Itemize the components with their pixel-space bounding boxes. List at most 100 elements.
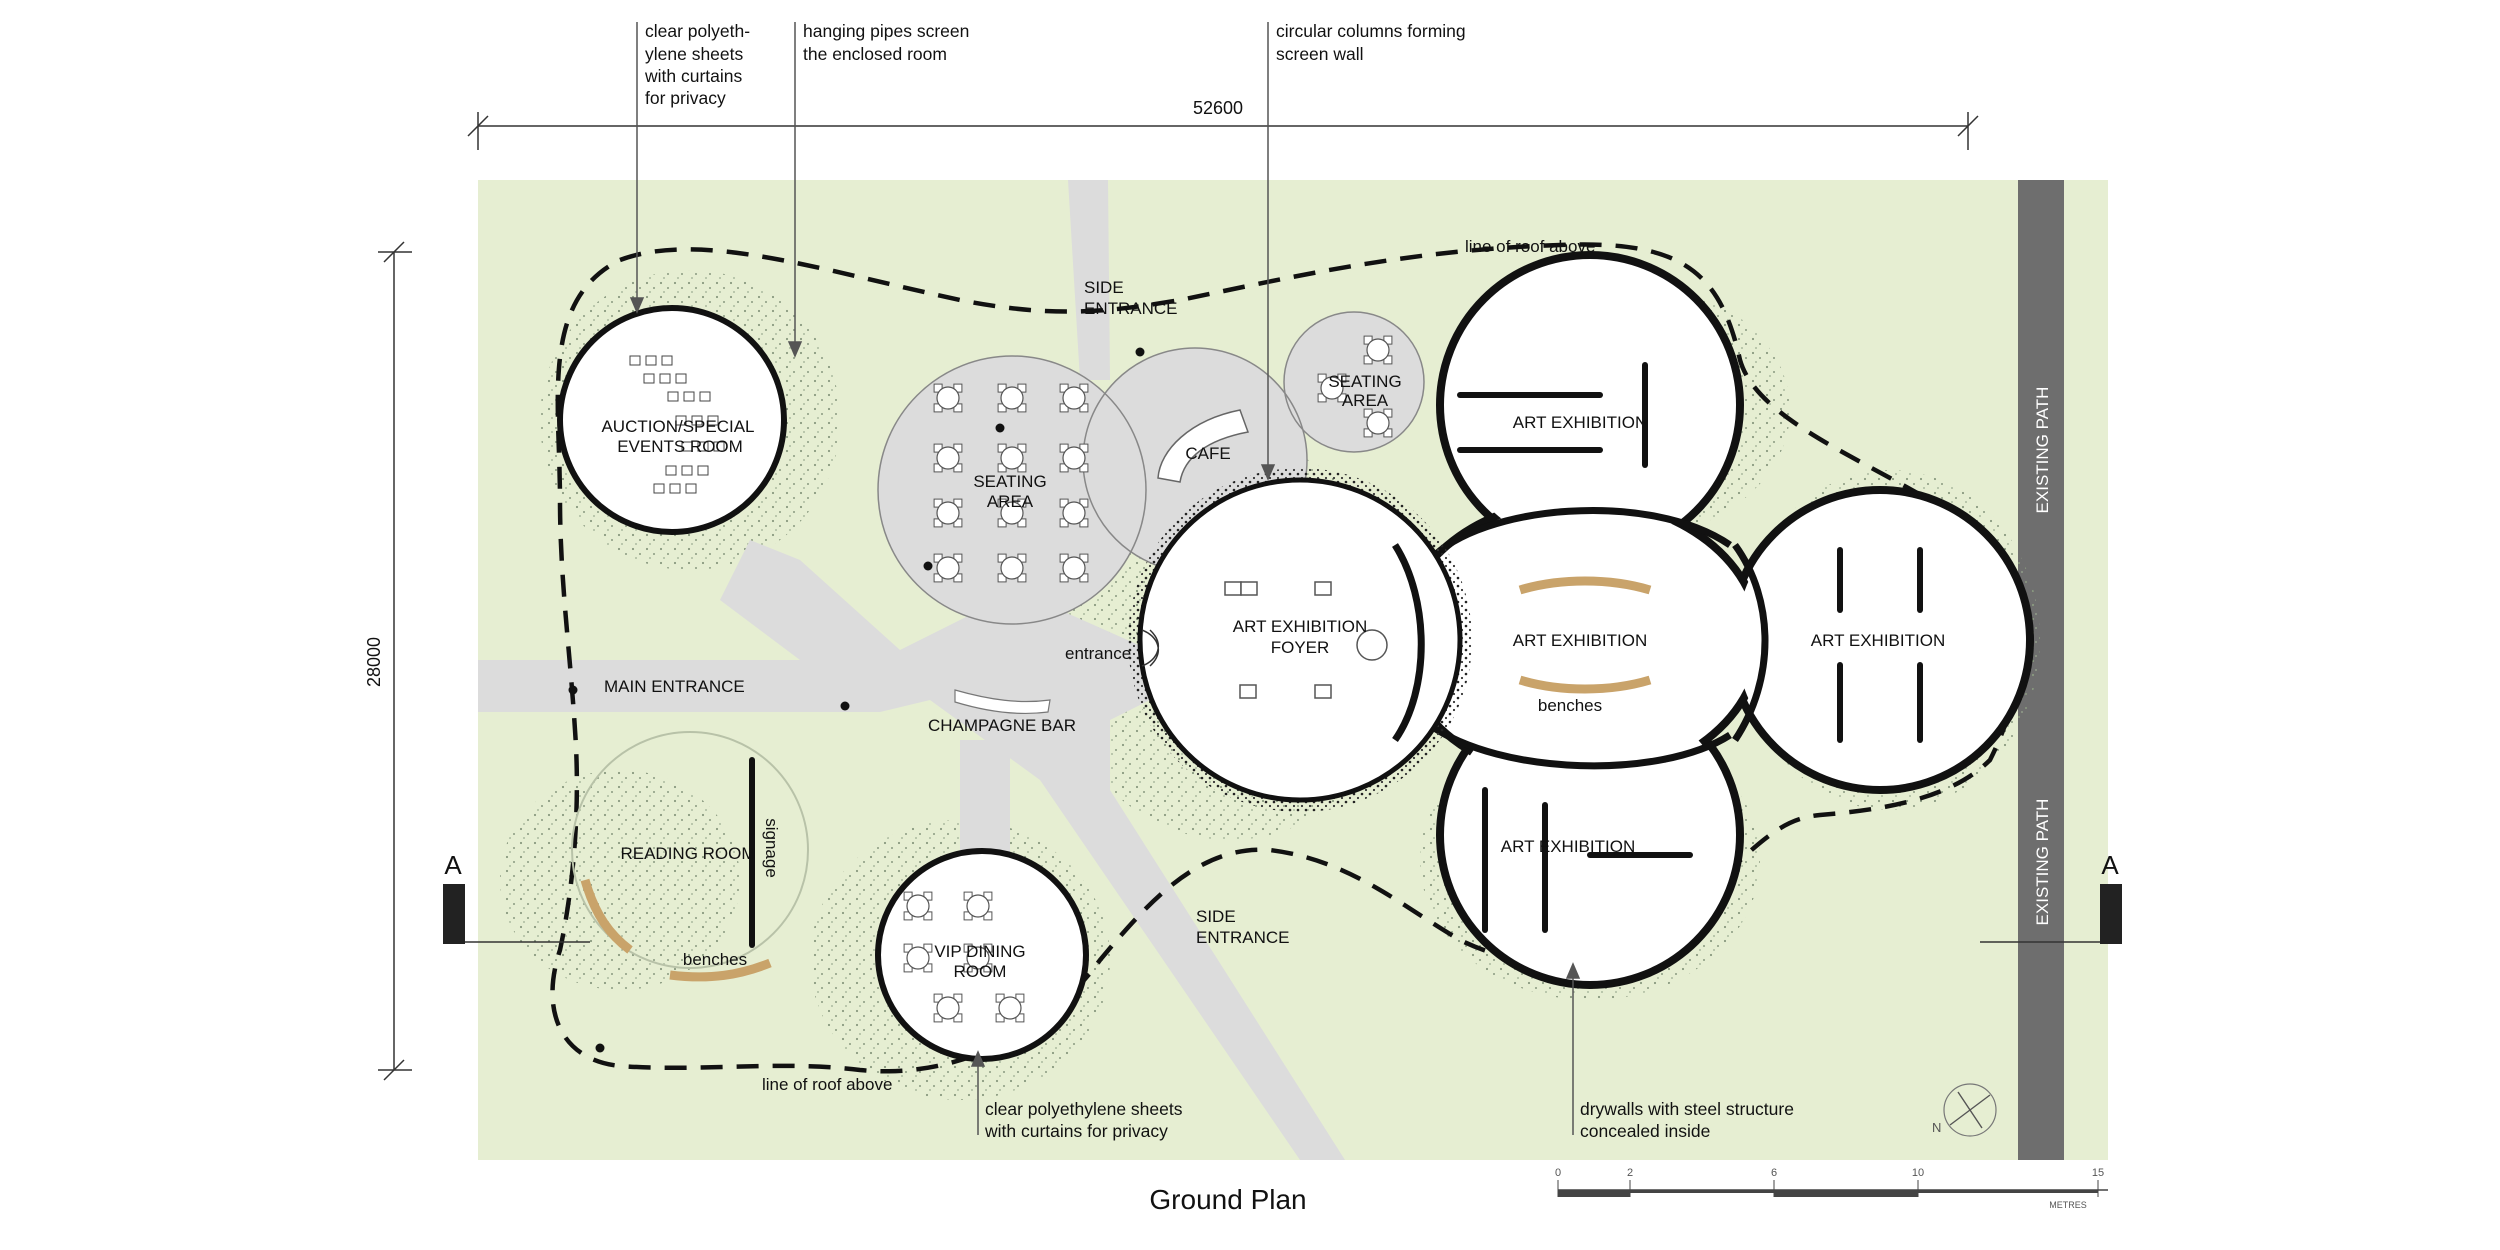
seating-table <box>997 498 1027 528</box>
auction-chair <box>659 373 671 384</box>
side-entrance-bottom-label-1: SIDE <box>1196 907 1236 926</box>
roof-line-label-bottom: line of roof above <box>762 1075 892 1094</box>
cafe-label: CAFE <box>1185 444 1230 463</box>
seating-area-label-1: SEATING <box>973 472 1046 491</box>
seating-table <box>1317 373 1347 403</box>
seating-table <box>997 553 1027 583</box>
art-exhibition-center-label: ART EXHIBITION <box>1513 631 1647 650</box>
post-dot <box>1135 347 1145 357</box>
benches-reading-label: benches <box>683 950 747 969</box>
bench-center-top <box>1518 576 1652 595</box>
annotation-circular-columns: circular columns forming screen wall <box>1276 21 1466 64</box>
foyer-fixtures <box>1224 581 1388 699</box>
gallery-top-fill <box>1446 261 1734 549</box>
exhibition-partitions <box>749 362 1923 948</box>
annotation-leaders <box>629 22 1581 1135</box>
dimension-width-label: 52600 <box>1193 98 1243 118</box>
drawing-title: Ground Plan <box>1149 1184 1306 1215</box>
shrub-reading <box>500 770 740 990</box>
svg-text:screen wall: screen wall <box>1276 44 1364 64</box>
auction-chair <box>697 441 709 452</box>
vip-table <box>963 943 993 973</box>
benches-center-label: benches <box>1538 696 1602 715</box>
post-dot <box>995 423 1005 433</box>
svg-text:for privacy: for privacy <box>645 88 726 108</box>
foyer-inner-wall <box>1392 543 1425 743</box>
auction-chair <box>667 391 679 402</box>
auction-room-label-2: EVENTS ROOM <box>617 437 743 456</box>
seating-table <box>1059 383 1089 413</box>
auction-chair <box>653 483 665 494</box>
auction-chair <box>699 391 711 402</box>
auction-room-label-1: AUCTION/SPECIAL <box>601 417 754 436</box>
roof-line-label-top: line of roof above <box>1465 237 1595 256</box>
seating-small-outline <box>1283 311 1425 453</box>
auction-chair <box>685 483 697 494</box>
auction-chair <box>675 373 687 384</box>
section-marker-left-label: A <box>444 850 462 880</box>
scale-unit: METRES <box>2049 1200 2087 1210</box>
art-exhibition-top-label: ART EXHIBITION <box>1513 413 1647 432</box>
seating-table <box>997 383 1027 413</box>
dimension-height <box>378 241 412 1081</box>
auction-chair <box>681 465 693 476</box>
seating-area-label-1b: AREA <box>987 492 1034 511</box>
svg-text:hanging pipes screen: hanging pipes screen <box>803 21 969 41</box>
svg-text:circular columns forming: circular columns forming <box>1276 21 1466 41</box>
annotation-hanging-pipes: hanging pipes screen the enclosed room <box>803 21 969 64</box>
dimension-height-label: 28000 <box>364 637 384 687</box>
auction-chair <box>681 441 693 452</box>
seating-table <box>1059 553 1089 583</box>
annotation-vip-polyethylene: clear polyethylene sheets with curtains … <box>984 1099 1183 1141</box>
auction-chair <box>645 355 657 366</box>
vip-room-label-1: VIP DINING <box>934 942 1025 961</box>
gallery-center-fill <box>1406 506 1754 774</box>
svg-text:clear polyethylene sheets: clear polyethylene sheets <box>985 1099 1183 1119</box>
post-dot <box>840 701 850 711</box>
annotation-drywalls: drywalls with steel structure concealed … <box>1580 1099 1794 1141</box>
annotation-polyethylene-top: clear polyeth- ylene sheets with curtain… <box>644 21 750 108</box>
auction-room <box>557 305 787 535</box>
foyer-entrance-door <box>1141 629 1160 667</box>
scale-tick-6: 6 <box>1771 1167 1777 1179</box>
vip-table <box>963 891 993 921</box>
post-dot <box>568 685 578 695</box>
vip-approach-path <box>960 740 1010 860</box>
svg-text:drywalls with steel structure: drywalls with steel structure <box>1580 1099 1794 1119</box>
scale-tick-2: 2 <box>1627 1167 1633 1179</box>
foyer-room <box>1137 477 1463 803</box>
champagne-bar-label: CHAMPAGNE BAR <box>928 716 1076 735</box>
svg-text:the enclosed room: the enclosed room <box>803 44 947 64</box>
seating-table <box>1059 443 1089 473</box>
gallery-right-fill <box>1736 496 2024 784</box>
post-dot <box>595 1043 605 1053</box>
bench-reading-left <box>580 878 633 954</box>
foyer-label-2: FOYER <box>1271 638 1330 657</box>
auction-chair <box>629 355 641 366</box>
vip-table <box>933 993 963 1023</box>
existing-path-label-bottom: EXISTING PATH <box>2033 799 2052 926</box>
art-exhibition-bottom-label: ART EXHIBITION <box>1501 837 1635 856</box>
vip-table <box>903 943 933 973</box>
auction-chair <box>707 415 719 426</box>
gallery-center-bottom-arc <box>1427 722 1732 770</box>
scale-tick-0: 0 <box>1555 1167 1561 1179</box>
scale-tick-10: 10 <box>1912 1167 1924 1179</box>
seating-table <box>933 498 963 528</box>
seating-tables <box>568 335 1393 1053</box>
seating-table <box>1363 335 1393 365</box>
svg-text:with curtains: with curtains <box>644 66 743 86</box>
side-entrance-top-label-2: ENTRANCE <box>1084 299 1178 318</box>
seating-table <box>997 443 1027 473</box>
side-entrance-bottom-label-2: ENTRANCE <box>1196 928 1290 947</box>
main-entrance-path <box>478 540 1345 1160</box>
side-entrance-top-label-1: SIDE <box>1084 278 1124 297</box>
auction-chair <box>643 373 655 384</box>
vip-table <box>995 993 1025 1023</box>
cafe-counter <box>1157 409 1250 483</box>
reading-room <box>571 731 809 969</box>
reading-room-label: READING ROOM <box>620 844 755 863</box>
foyer-label-1: ART EXHIBITION <box>1233 617 1367 636</box>
auction-chair <box>713 441 725 452</box>
